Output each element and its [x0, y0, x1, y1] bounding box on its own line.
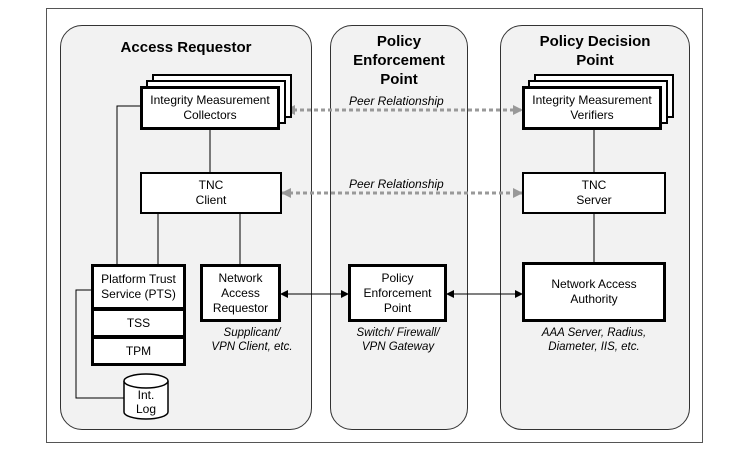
naa-line2: Authority: [570, 292, 618, 306]
pdp-title-line1: Policy Decision: [539, 33, 651, 50]
nar-box: Network Access Requestor: [200, 264, 281, 322]
pep-box-line3: Point: [383, 300, 412, 315]
pep-title: Policy Enforcement Point: [331, 32, 467, 89]
tpm-label: TPM: [125, 343, 152, 358]
tnc-server-line1: TNC: [581, 178, 607, 192]
nar-caption-line2: VPN Client, etc.: [211, 341, 293, 353]
tnc-server-line2: Server: [576, 193, 612, 207]
pdp-title: Policy Decision Point: [501, 32, 689, 70]
pts-line1: Platform Trust: [101, 272, 176, 286]
pep-title-line3: Point: [380, 71, 418, 88]
tpm-box: TPM: [91, 336, 186, 366]
nar-caption-line1: Supplicant/: [223, 327, 281, 339]
pep-box: Policy Enforcement Point: [348, 264, 447, 322]
pep-box-line1: Policy: [381, 270, 414, 285]
imc-line1: Integrity Measurement: [150, 93, 270, 107]
tss-box: TSS: [91, 308, 186, 338]
pep-caption-line1: Switch/ Firewall/: [356, 327, 440, 339]
nar-line1: Network: [218, 270, 263, 285]
pep-column: Policy Enforcement Point: [330, 25, 468, 430]
tnc-client-line2: Client: [195, 193, 227, 207]
imv-line1: Integrity Measurement: [532, 93, 652, 107]
pep-caption: Switch/ Firewall/ VPN Gateway: [334, 326, 462, 354]
pts-box: Platform Trust Service (PTS): [91, 264, 186, 310]
naa-caption: AAA Server, Radius, Diameter, IIS, etc.: [510, 326, 678, 354]
imv-box: Integrity Measurement Verifiers: [522, 86, 662, 130]
imc-line2: Collectors: [183, 108, 237, 122]
line-pts-log: [75, 289, 124, 399]
pdp-title-line2: Point: [576, 52, 614, 69]
naa-caption-line1: AAA Server, Radius,: [541, 327, 647, 339]
peer-label-middle: Peer Relationship: [349, 177, 444, 191]
pts-line2: Service (PTS): [101, 287, 176, 301]
tnc-client-box: TNC Client: [140, 172, 282, 214]
pep-title-line1: Policy: [376, 33, 422, 50]
naa-line1: Network Access: [551, 277, 637, 291]
nar-caption: Supplicant/ VPN Client, etc.: [196, 326, 308, 354]
tnc-server-box: TNC Server: [522, 172, 666, 214]
int-log-label: Int. Log: [124, 388, 168, 416]
pep-box-line2: Enforcement: [363, 285, 432, 300]
line-imc-pts: [116, 105, 140, 264]
naa-box: Network Access Authority: [522, 262, 666, 322]
int-log-cylinder: [123, 373, 169, 420]
nar-line2: Access: [221, 285, 260, 300]
int-log-line2: Log: [135, 402, 157, 416]
pep-caption-line2: VPN Gateway: [361, 341, 435, 353]
imc-box: Integrity Measurement Collectors: [140, 86, 280, 130]
int-log-line1: Int.: [137, 388, 155, 402]
peer-label-top: Peer Relationship: [349, 94, 444, 108]
imv-line2: Verifiers: [570, 108, 614, 122]
pep-title-line2: Enforcement: [353, 52, 445, 69]
nar-line3: Requestor: [212, 300, 269, 315]
tnc-client-line1: TNC: [198, 178, 224, 192]
tss-label: TSS: [126, 315, 151, 330]
access-requestor-title: Access Requestor: [120, 39, 252, 56]
naa-caption-line2: Diameter, IIS, etc.: [548, 341, 640, 353]
